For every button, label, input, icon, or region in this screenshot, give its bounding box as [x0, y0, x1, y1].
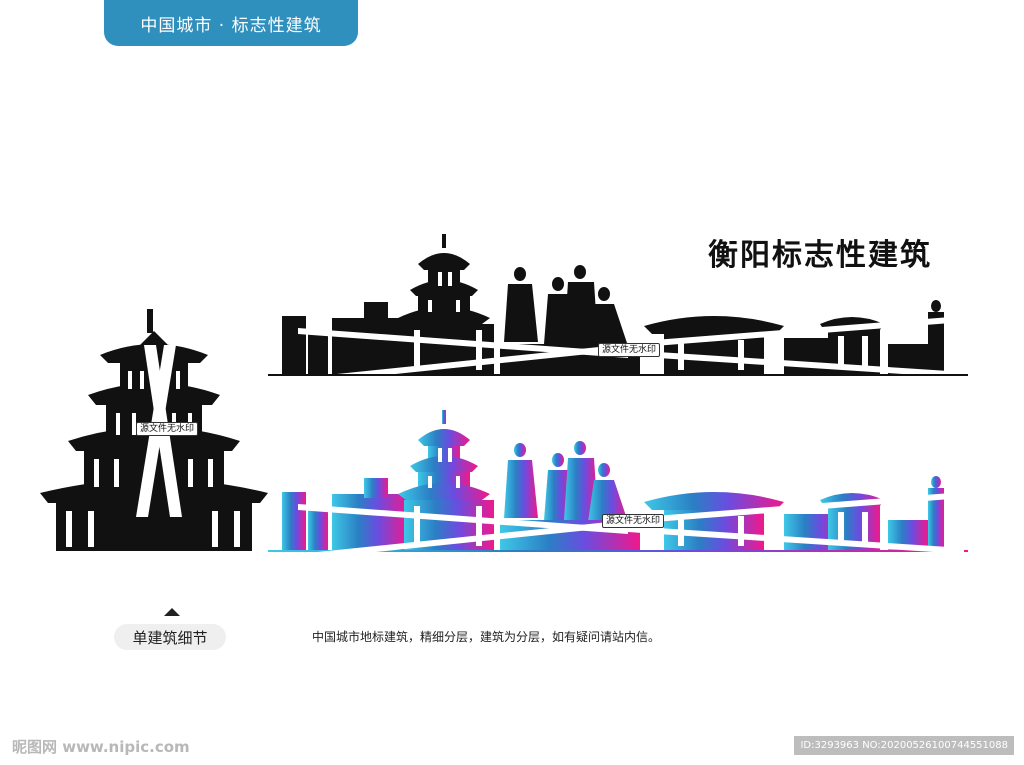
image-id-label: ID:3293963 NO:20200526100744551088: [794, 736, 1014, 755]
skyline-illustration-gradient: [268, 410, 968, 556]
watermark-stamp-bottom: 源文件无水印: [602, 514, 665, 528]
watermark-stamp: 源文件无水印: [136, 422, 199, 436]
skyline-illustration-black: [268, 234, 968, 380]
page-title: 衡阳标志性建筑: [708, 238, 932, 273]
triangle-up-icon: [164, 608, 180, 616]
description-text: 中国城市地标建筑，精细分层，建筑为分层，如有疑问请站内信。: [312, 630, 661, 644]
category-tab-label: 中国城市 · 标志性建筑: [140, 15, 322, 36]
category-tab[interactable]: 中国城市 · 标志性建筑: [104, 0, 358, 46]
watermark-stamp-top: 源文件无水印: [598, 343, 661, 357]
site-logo[interactable]: 昵图网 www.nipic.com: [12, 738, 190, 756]
detail-label: 单建筑细节: [132, 628, 208, 647]
detail-button[interactable]: 单建筑细节: [114, 624, 226, 650]
